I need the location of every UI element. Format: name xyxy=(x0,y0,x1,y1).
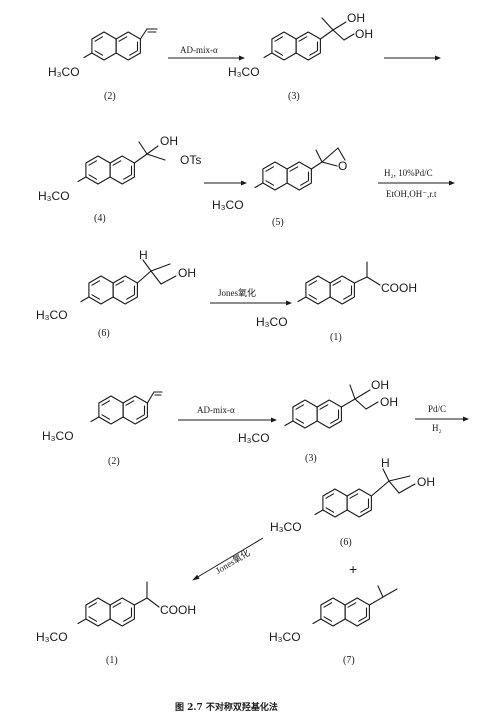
condition-label: Jones氧化 xyxy=(218,287,256,298)
figure-caption: 图 2.7 不对称双羟基化法 xyxy=(175,701,278,713)
compound-1a: COOH H₃CO (1) xyxy=(256,261,417,343)
compound-2b: H₃CO (2) xyxy=(42,391,163,467)
compound-5: O H₃CO (5) xyxy=(212,147,347,228)
hydrogen-label: H xyxy=(139,248,148,262)
compound-number: (1) xyxy=(106,655,118,666)
compound-number: (7) xyxy=(343,655,355,666)
methoxy-label: H₃CO xyxy=(36,630,68,644)
arrow-ad-mix-1: AD-mix-α xyxy=(168,45,245,61)
arrow-epoxidation xyxy=(204,180,247,186)
hydroxyl-label: OH xyxy=(160,134,178,148)
condition-label: H₂, 10%Pd/C xyxy=(384,168,433,178)
carboxyl-label: COOH xyxy=(381,281,417,295)
compound-4: OH OTs H₃CO (4) xyxy=(38,134,201,224)
hydroxyl-label: OH xyxy=(178,266,196,280)
hydroxyl-label: OH xyxy=(371,378,389,392)
arrow-pd-c: Pd/C H₂ xyxy=(415,404,469,433)
compound-number: (5) xyxy=(272,217,284,228)
compound-6b: H OH H₃CO (6) xyxy=(270,456,435,548)
hydroxyl-label: OH xyxy=(347,11,365,25)
compound-number: (6) xyxy=(340,537,352,548)
arrow-jones-2: Jones氧化 xyxy=(192,537,264,581)
condition-label: EtOH,OH⁻,r.t xyxy=(386,189,437,199)
compound-number: (3) xyxy=(305,453,317,464)
condition-label: Pd/C xyxy=(428,404,446,414)
arrow-hydrogenolysis: H₂, 10%Pd/C EtOH,OH⁻,r.t xyxy=(378,168,455,199)
methoxy-label: H₃CO xyxy=(238,431,270,445)
compound-number: (3) xyxy=(288,91,300,102)
compound-7: H₃CO (7) xyxy=(269,585,398,666)
methoxy-label: H₃CO xyxy=(48,65,80,79)
methoxy-label: H₃CO xyxy=(38,189,70,203)
compound-number: (4) xyxy=(94,213,106,224)
carboxyl-label: COOH xyxy=(160,603,196,617)
condition-label: AD-mix-α xyxy=(180,45,218,55)
compound-number: (2) xyxy=(104,91,116,102)
methoxy-label: H₃CO xyxy=(36,308,68,322)
hydroxyl-label: OH xyxy=(417,475,435,489)
methoxy-label: H₃CO xyxy=(256,315,288,329)
compound-number: (2) xyxy=(108,456,120,467)
methoxy-label: H₃CO xyxy=(270,520,302,534)
methoxy-label: H₃CO xyxy=(212,198,244,212)
arrow-jones-1: Jones氧化 xyxy=(210,287,292,306)
compound-1b: COOH H₃CO (1) xyxy=(36,581,196,666)
hydroxyl-label: OH xyxy=(380,395,398,409)
hydroxyl-label: OH xyxy=(355,27,373,41)
methoxy-label: H₃CO xyxy=(269,630,301,644)
compound-2a: H₃CO (2) xyxy=(48,28,158,102)
plus-sign: + xyxy=(349,561,357,577)
methoxy-label: H₃CO xyxy=(42,429,74,443)
compound-number: (1) xyxy=(330,332,342,343)
compound-6a: H OH H₃CO (6) xyxy=(36,248,196,339)
tosylate-label: OTs xyxy=(180,153,201,167)
condition-label: H₂ xyxy=(432,423,442,433)
condition-label: AD-mix-α xyxy=(197,405,235,415)
arrow-ad-mix-2: AD-mix-α xyxy=(178,405,277,423)
compound-number: (6) xyxy=(98,328,110,339)
compound-3a: OH OH H₃CO (3) xyxy=(228,11,373,102)
arrow-tosylation xyxy=(384,55,441,61)
methoxy-label: H₃CO xyxy=(228,65,260,79)
compound-3b: OH OH H₃CO (3) xyxy=(238,378,398,464)
condition-label: Jones氧化 xyxy=(213,547,251,576)
epoxide-oxygen-label: O xyxy=(338,159,347,173)
hydrogen-label: H xyxy=(381,456,390,470)
